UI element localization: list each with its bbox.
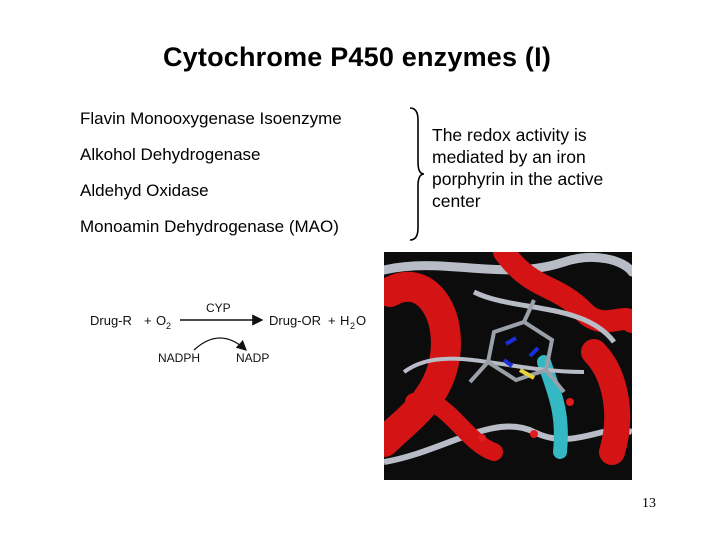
enzyme-list: Flavin Monooxygenase Isoenzyme Alkohol D… (80, 108, 342, 252)
substrate-label: Drug-R (90, 313, 132, 328)
product-label: Drug-OR (269, 313, 321, 328)
page-number: 13 (642, 496, 656, 511)
slide-title: Cytochrome P450 enzymes (I) (162, 42, 552, 72)
enzyme-item: Monoamin Dehydrogenase (MAO) (80, 217, 339, 236)
enzyme-item: Alkohol Dehydrogenase (80, 145, 261, 164)
oxygen-subscript: 2 (166, 321, 171, 331)
plus-sign-2: + (328, 313, 336, 328)
plus-sign: + (144, 313, 152, 328)
water-h-label: H (340, 313, 349, 328)
cofactor-arrow (193, 337, 247, 351)
water-subscript: 2 (350, 321, 355, 331)
oxygen-label: O (156, 313, 166, 328)
enzyme-item: Aldehyd Oxidase (80, 181, 209, 200)
redox-note: The redox activity is mediated by an iro… (432, 125, 604, 211)
cofactor-in-label: NADPH (158, 351, 200, 365)
enzyme-item: Flavin Monooxygenase Isoenzyme (80, 109, 342, 128)
right-brace-icon (409, 107, 425, 241)
enzyme-label: CYP (206, 301, 231, 315)
reaction-scheme: Drug-R + O 2 CYP Drug-OR + H 2 O NADPH N… (90, 301, 366, 365)
cofactor-out-label: NADP (236, 351, 269, 365)
water-o-label: O (356, 313, 366, 328)
p450-structure-image (384, 252, 632, 480)
